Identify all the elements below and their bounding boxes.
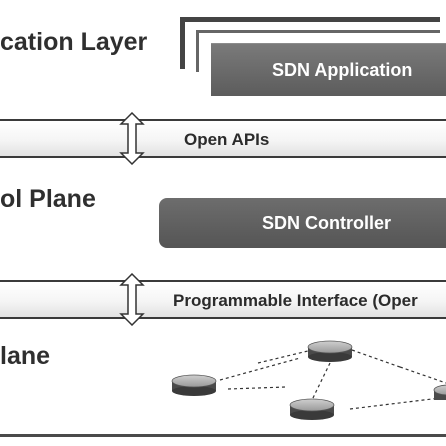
application-layer-title: cation Layer xyxy=(0,28,148,56)
up-down-arrow-icon xyxy=(119,112,145,165)
up-down-arrow-icon xyxy=(119,273,145,326)
sdn-controller-box xyxy=(159,198,446,248)
northbound-interface-band xyxy=(0,119,446,158)
southbound-interface-band xyxy=(0,280,446,319)
router-icon xyxy=(433,384,446,400)
control-plane-title: ol Plane xyxy=(0,185,96,213)
network-link xyxy=(219,357,301,381)
programmable-interface-label: Programmable Interface (Oper xyxy=(173,291,418,310)
sdn-controller-label: SDN Controller xyxy=(262,213,392,233)
sdn-application-label: SDN Application xyxy=(272,60,413,80)
sdn-application-box xyxy=(211,43,446,96)
network-link xyxy=(227,386,287,390)
network-links xyxy=(219,349,446,410)
network-link xyxy=(311,362,331,401)
network-link xyxy=(349,397,441,410)
router-icon xyxy=(171,374,217,396)
app-stack-frame-inner xyxy=(196,30,440,72)
app-stack-frame-outer xyxy=(180,17,440,69)
router-icon xyxy=(307,340,353,362)
router-icon xyxy=(289,398,335,420)
network-link xyxy=(257,349,313,364)
network-link xyxy=(399,366,446,384)
open-apis-label: Open APIs xyxy=(184,130,270,149)
bottom-divider xyxy=(0,434,446,437)
network-link xyxy=(351,349,401,368)
data-plane-title: lane xyxy=(0,342,51,370)
